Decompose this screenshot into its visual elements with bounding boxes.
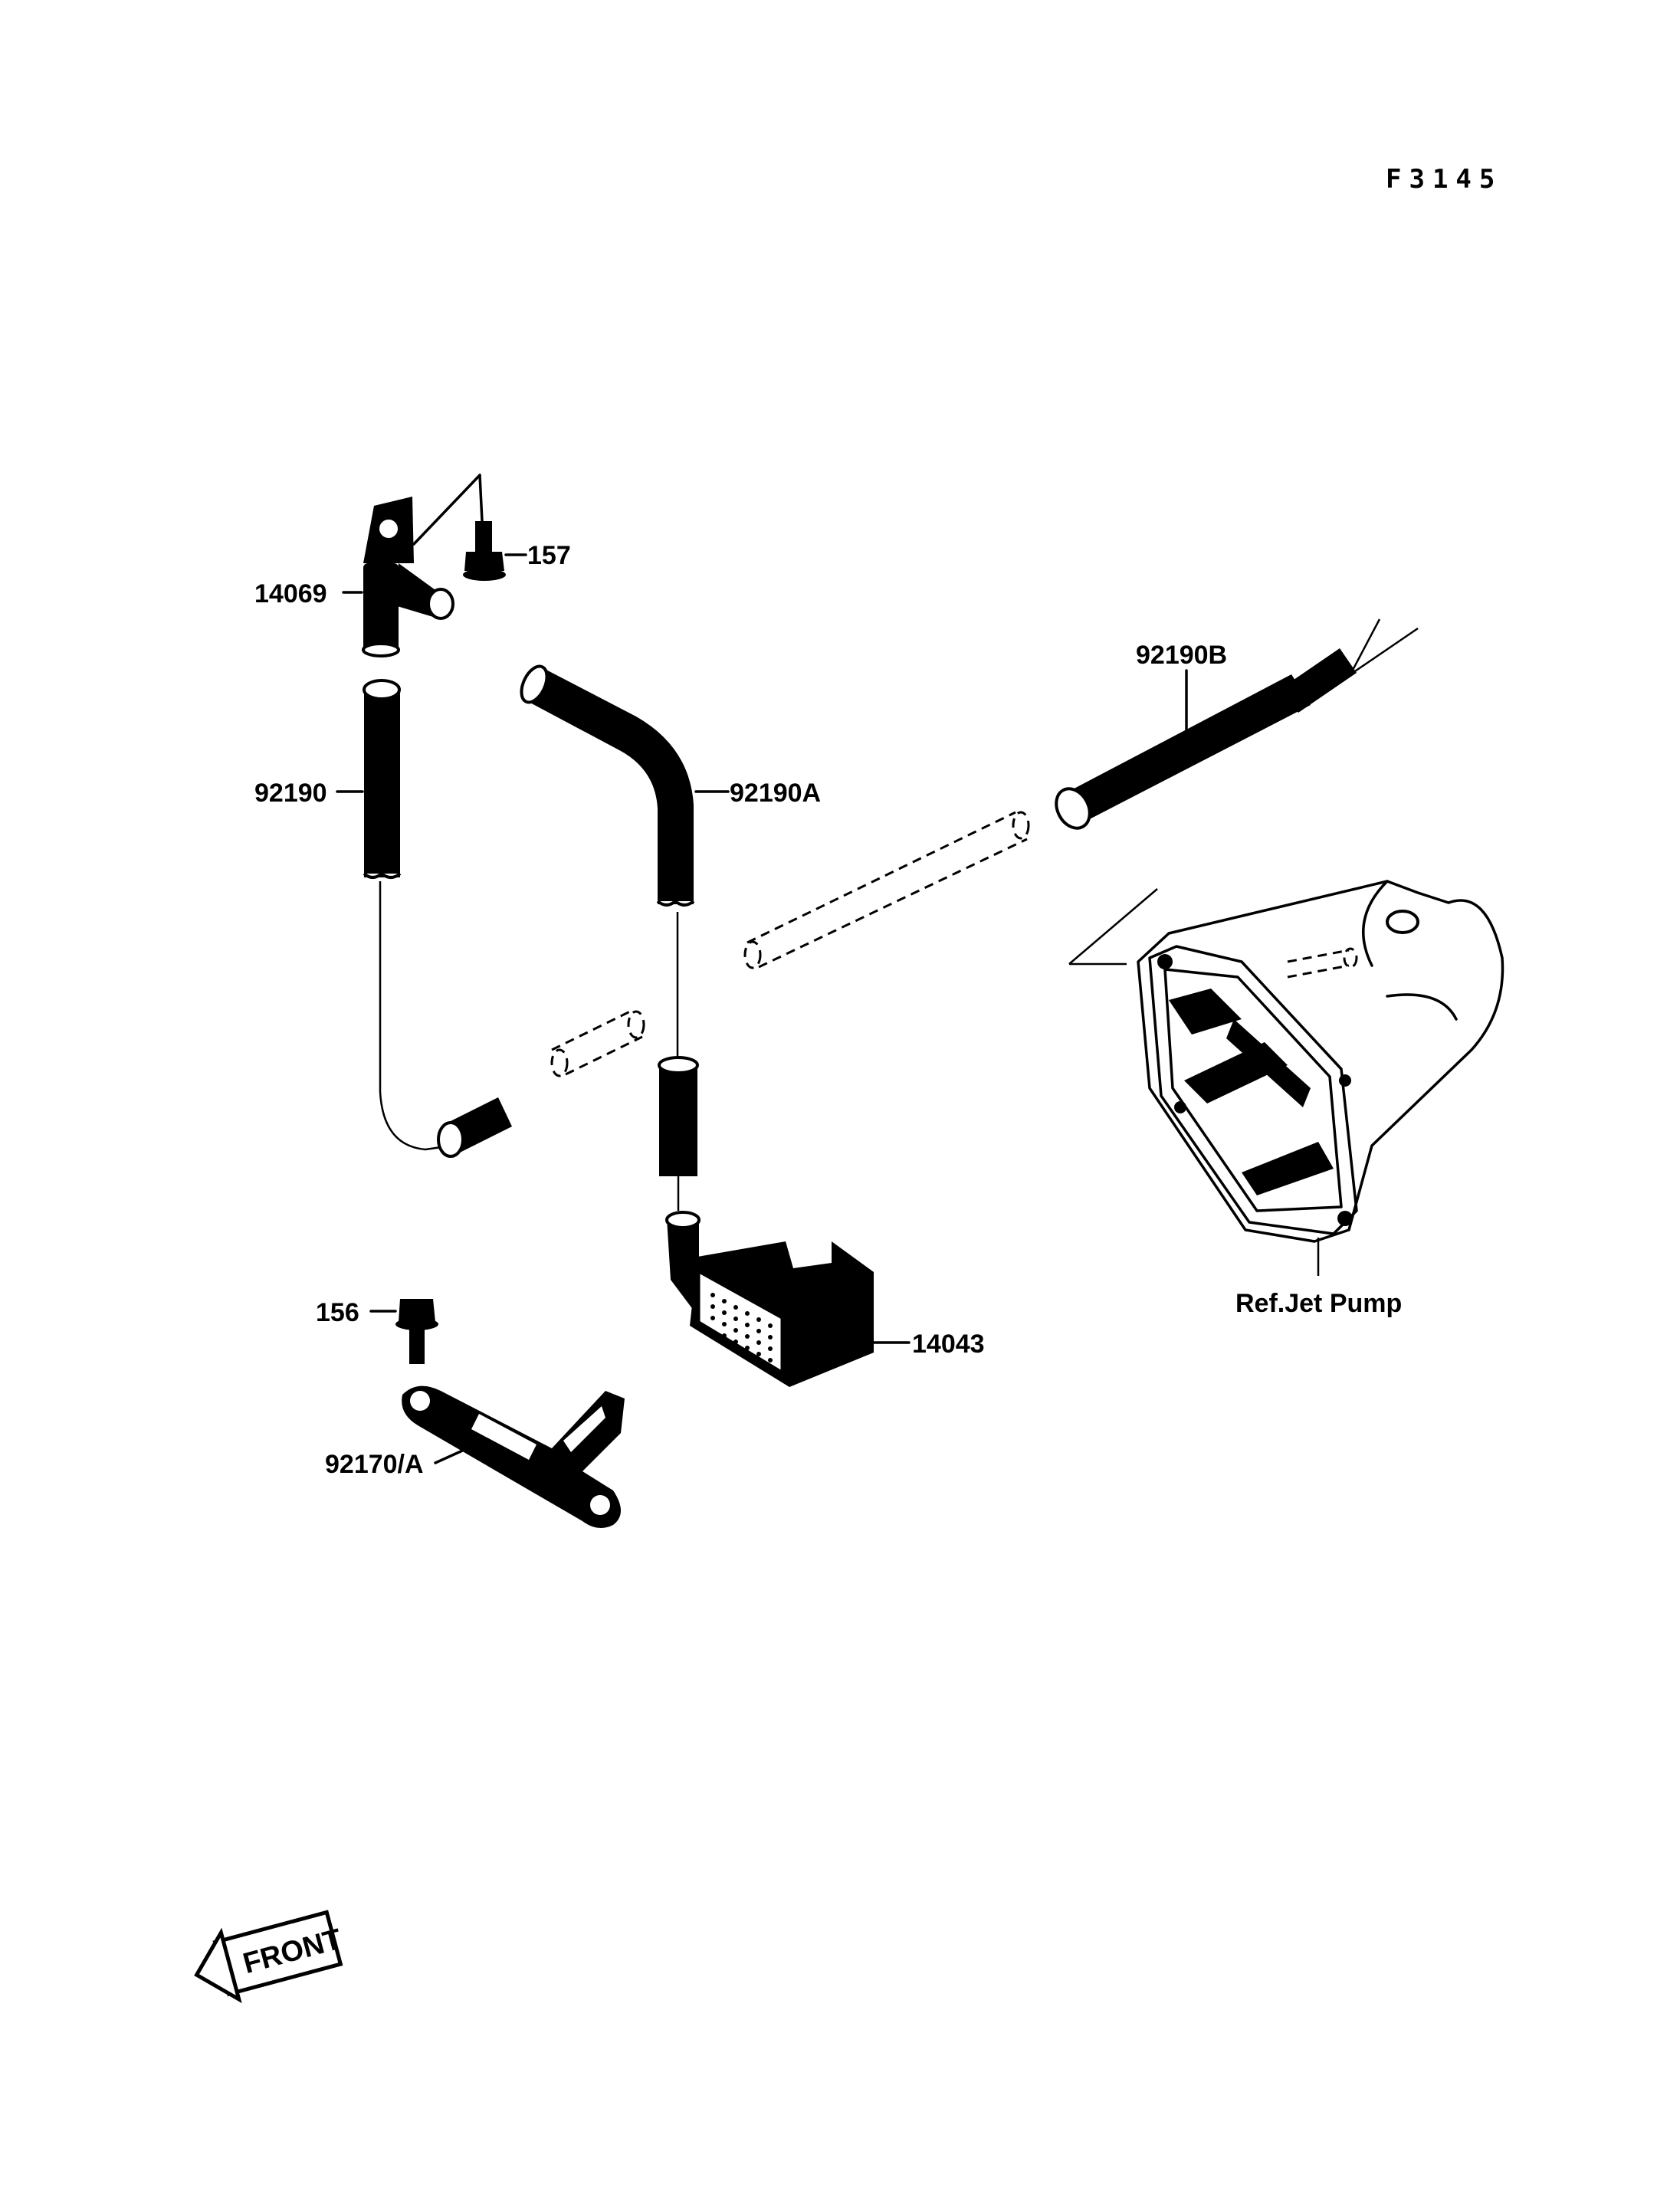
hose-92190B[interactable]: [1050, 648, 1357, 834]
dashed-hose-center: [550, 1010, 645, 1077]
reference-ray-upper: [1350, 627, 1419, 676]
label-92170A: 92170/A: [325, 1450, 424, 1479]
jet-pump-ref: [1068, 880, 1504, 1243]
label-92190B: 92190B: [1136, 641, 1227, 670]
fitting-14069[interactable]: [362, 497, 454, 657]
front-arrow: FRONT: [194, 1910, 345, 2004]
figure-code: F3145: [1386, 164, 1502, 195]
label-92190A: 92190A: [730, 779, 821, 808]
leader-92170A: [434, 1447, 469, 1464]
strainer-14043[interactable]: [665, 1211, 874, 1387]
label-14043: 14043: [912, 1330, 985, 1359]
label-jet-pump: Ref.Jet Pump: [1235, 1289, 1402, 1318]
hose-92190[interactable]: [363, 679, 402, 879]
hose-92190A[interactable]: [517, 662, 695, 907]
reference-ray-diagonal: [1349, 618, 1381, 675]
label-157: 157: [527, 541, 571, 570]
strainer-holes: [710, 1293, 773, 1362]
routing-line-left: [379, 881, 453, 1151]
bracket-92170A[interactable]: [402, 1385, 625, 1528]
connector-hose-center[interactable]: [658, 1056, 699, 1176]
bolt-156[interactable]: [395, 1299, 438, 1364]
dashed-hose-long: [743, 811, 1030, 969]
bolt-157[interactable]: [463, 521, 506, 581]
label-14069: 14069: [254, 579, 327, 608]
label-156: 156: [316, 1298, 359, 1327]
connector-hose-small[interactable]: [437, 1097, 512, 1158]
label-92190: 92190: [254, 779, 327, 808]
leader-fitting-bolt: [412, 474, 481, 546]
leader-bolt-pin: [478, 474, 484, 523]
